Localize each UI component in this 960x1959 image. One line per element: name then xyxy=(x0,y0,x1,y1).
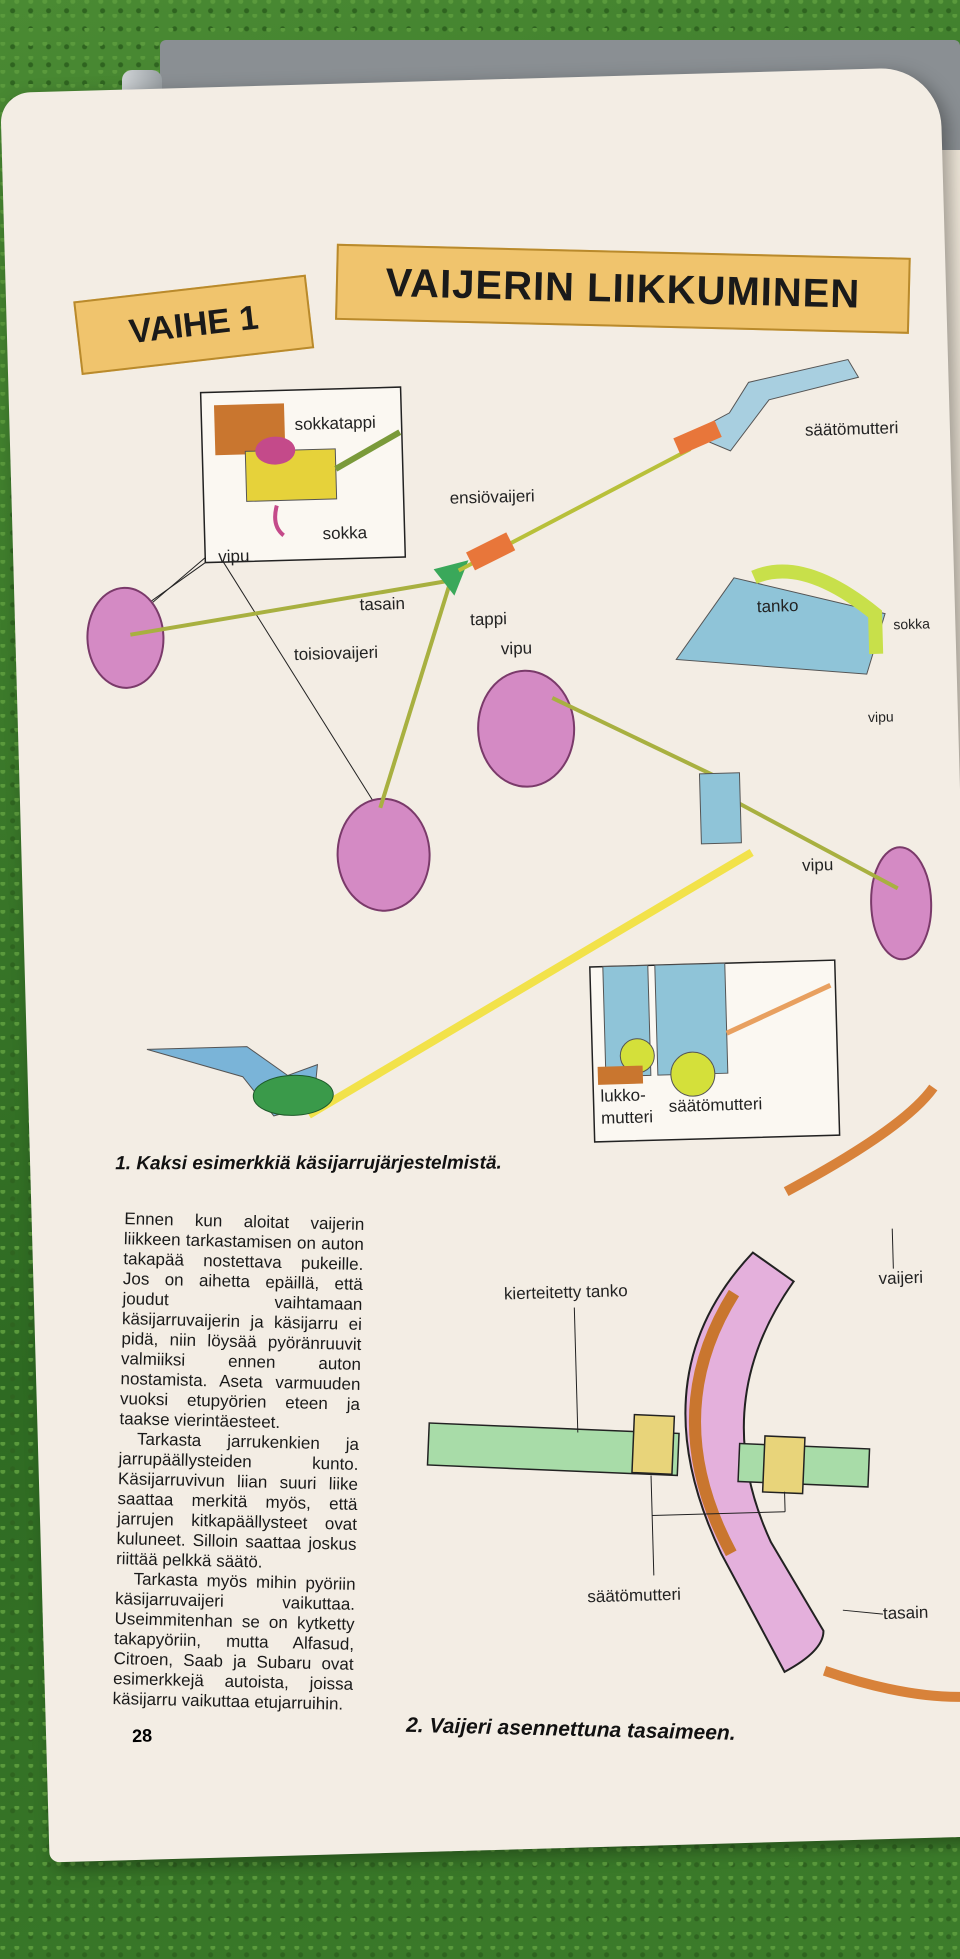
wheel-right-bottom xyxy=(870,846,933,961)
lever-vertical-2 xyxy=(698,772,742,845)
figure2-illustration xyxy=(426,1084,960,1702)
cable-inner xyxy=(689,1289,740,1557)
cable-2-upper xyxy=(551,696,731,785)
yellow-cable xyxy=(306,848,754,1119)
detail-locknut xyxy=(597,1065,644,1085)
threaded-rod-left xyxy=(426,1422,680,1477)
page-number: 28 xyxy=(131,1725,153,1747)
wheel-right-top xyxy=(477,669,576,788)
pin-tappi xyxy=(466,532,516,571)
label-tasain-fig2: tasain xyxy=(882,1602,929,1624)
adjusting-nut-right xyxy=(761,1435,806,1495)
label-saatomutteri-fig2: säätömutteri xyxy=(587,1584,682,1607)
book-page: VAIHE 1 VAIJERIN LIIKKUMINEN xyxy=(0,66,960,1863)
inset-rod xyxy=(334,429,402,472)
wheel-left-top xyxy=(86,586,165,689)
secondary-cable-lower xyxy=(378,585,452,809)
rod-tanko xyxy=(751,564,884,655)
lever-body-2 xyxy=(675,577,886,675)
handbrake-lever-1 xyxy=(688,358,860,452)
secondary-cable-upper xyxy=(130,578,450,637)
cable-bottom xyxy=(822,1665,960,1702)
label-kierteitetty-tanko: kierteitetty tanko xyxy=(503,1281,628,1304)
adjuster-nut-1 xyxy=(673,420,722,455)
inset-cotter xyxy=(273,505,285,537)
equalizer-body xyxy=(684,1251,825,1674)
figure1-illustration xyxy=(86,358,933,1143)
label-vaijeri: vaijeri xyxy=(878,1267,924,1289)
adjusting-nut-left xyxy=(631,1413,676,1476)
handbrake-base-2 xyxy=(252,1074,334,1116)
detail-cable xyxy=(725,983,832,1036)
inset-pin xyxy=(255,436,296,465)
detail-bushing-right xyxy=(670,1051,716,1097)
cable-2-lower xyxy=(719,791,899,891)
cable-top xyxy=(783,1084,938,1197)
